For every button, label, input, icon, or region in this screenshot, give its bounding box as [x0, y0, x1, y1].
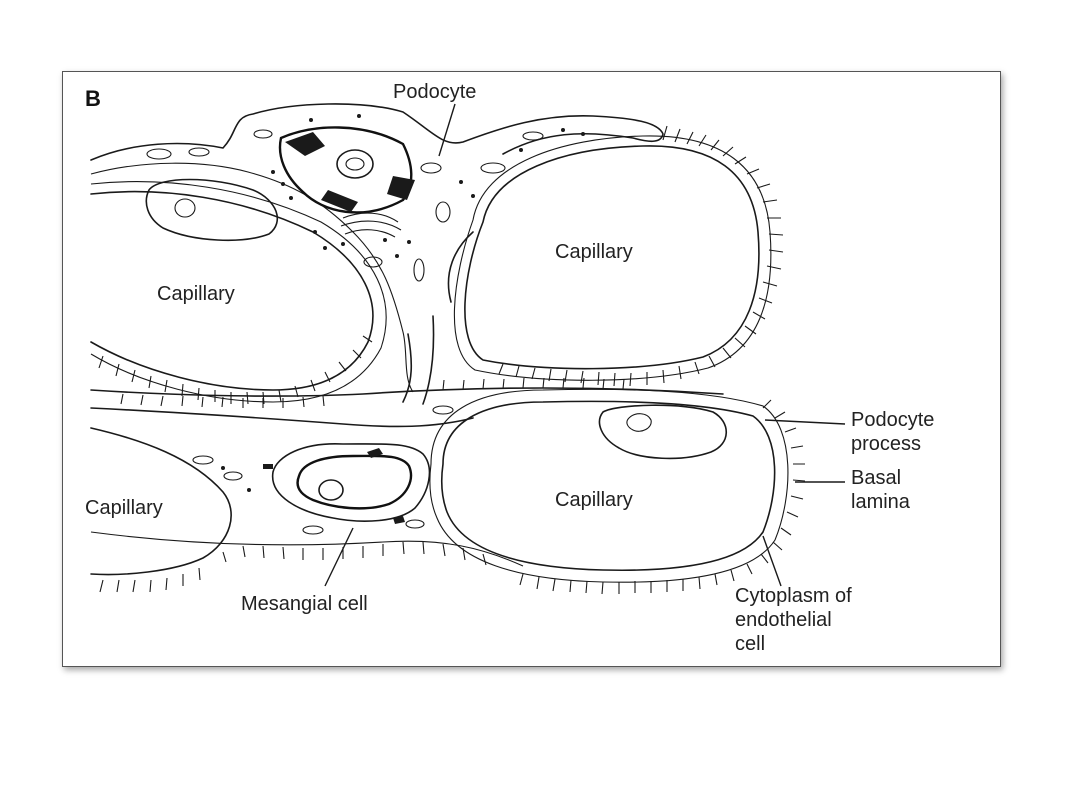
interstitial-band-top [90, 387, 724, 397]
capillary-top-right-lumen [464, 145, 760, 370]
podocyte-nucleus [278, 126, 413, 214]
podocyte-outline [90, 103, 664, 161]
glomerulus-diagram: B Podocyte Capillary Capillary Capillary… [85, 81, 934, 655]
endothelial-nucleus-bottom [598, 404, 727, 460]
capillary-top-left-wall [90, 190, 374, 391]
label-podocyte-process-1: Podocyte [851, 409, 934, 431]
foot-processes-bottom-center [519, 399, 806, 595]
label-capillary-bottom-center: Capillary [555, 489, 633, 511]
capillary-bottom-center-basal-lamina [429, 388, 789, 583]
nucleolus-inner [345, 157, 365, 171]
foot-processes-top-right [498, 125, 784, 387]
leader-mesangial [324, 527, 354, 587]
golgi-apparatus [340, 212, 402, 238]
mesangial-cell-nucleus [296, 454, 413, 510]
mesangial-cell-body [271, 443, 431, 522]
label-capillary-top-left: Capillary [157, 283, 235, 305]
label-podocyte: Podocyte [393, 81, 476, 103]
interstitial-band-bottom [90, 407, 474, 428]
mesangial-nucleolus [318, 479, 344, 501]
capillary-bottom-center-lumen [441, 400, 776, 572]
capillary-bottom-left-outer [90, 531, 524, 567]
label-capillary-top-right: Capillary [555, 241, 633, 263]
foot-processes-top-left [98, 335, 373, 405]
capillary-top-right-basal-lamina [453, 135, 772, 381]
label-mesangial-cell: Mesangial cell [241, 593, 368, 615]
label-capillary-bottom-left: Capillary [85, 497, 163, 519]
foot-processes-bottom-left [99, 541, 487, 593]
organelles [146, 129, 544, 535]
leader-podocyte-process [764, 419, 846, 425]
capillary-top-left-basal-lamina [90, 181, 387, 403]
label-podocyte-process-2: process [851, 433, 921, 455]
nucleus-chromatin-bottom [626, 413, 652, 432]
podocyte-inner-outline [90, 162, 414, 393]
mesangial-dark-granules [263, 448, 405, 524]
label-endothelial-2: endothelial [735, 609, 832, 631]
label-basal-lamina-2: lamina [851, 491, 911, 513]
figure-frame: B Podocyte Capillary Capillary Capillary… [62, 71, 1001, 667]
vesicles [221, 114, 585, 492]
endothelial-nucleus-top-left [145, 178, 279, 241]
nucleolus [336, 149, 374, 179]
nucleus-chromatin-top-left [174, 198, 196, 218]
label-endothelial-1: Cytoplasm of [735, 585, 852, 607]
capillary-bottom-left-wall [90, 427, 232, 576]
panel-letter: B [85, 86, 101, 111]
label-endothelial-3: cell [735, 633, 765, 655]
band-foot-processes [120, 377, 625, 408]
leader-podocyte [438, 103, 456, 157]
mesangial-stalk [402, 231, 474, 405]
podocyte-nucleus-shading [285, 132, 415, 212]
leader-endothelial [762, 535, 782, 587]
label-basal-lamina-1: Basal [851, 467, 901, 489]
